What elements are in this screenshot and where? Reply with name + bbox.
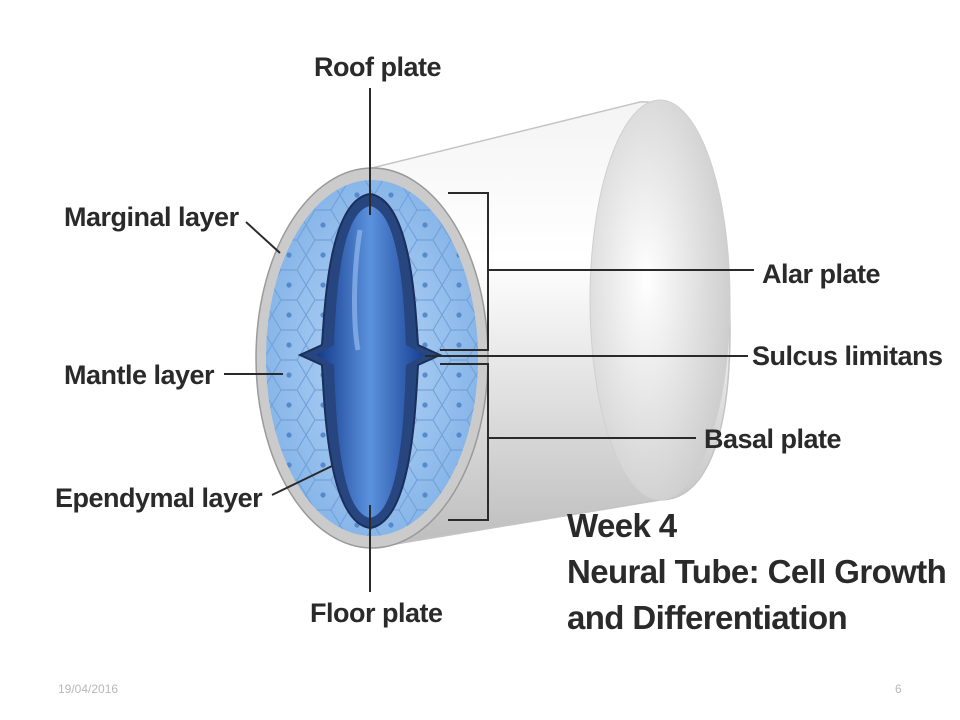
label-sulcus-limitans: Sulcus limitans bbox=[752, 341, 943, 371]
footer-date: 19/04/2016 bbox=[58, 682, 119, 696]
label-ependymal-layer: Ependymal layer bbox=[55, 483, 263, 513]
plate-brackets bbox=[440, 192, 489, 521]
caption-title-line2: and Differentiation bbox=[567, 599, 847, 636]
central-canal bbox=[316, 206, 424, 518]
label-marginal-layer: Marginal layer bbox=[64, 202, 240, 232]
label-floor-plate: Floor plate bbox=[310, 598, 443, 628]
caption-week: Week 4 bbox=[567, 507, 678, 544]
label-mantle-layer: Mantle layer bbox=[64, 360, 215, 390]
label-roof-plate: Roof plate bbox=[314, 52, 441, 82]
caption-title-line1: Neural Tube: Cell Growth bbox=[567, 553, 946, 590]
cross-section bbox=[255, 167, 489, 549]
label-alar-plate: Alar plate bbox=[762, 259, 881, 289]
leader-lines bbox=[224, 88, 754, 592]
footer-page-number: 6 bbox=[895, 682, 902, 696]
label-basal-plate: Basal plate bbox=[704, 424, 842, 454]
